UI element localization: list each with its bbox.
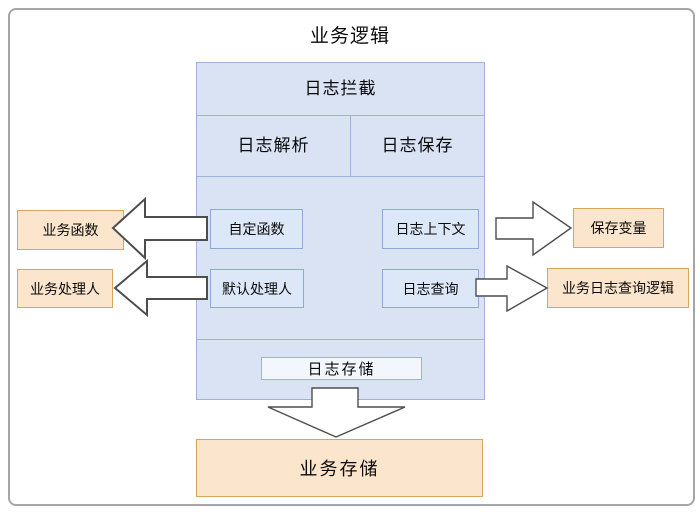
page-title: 业务逻辑 [309, 26, 390, 47]
log-interceptor-title: 日志拦截 [197, 63, 484, 116]
node-log-context: 日志上下文 [382, 209, 479, 249]
node-custom-function: 自定函数 [210, 209, 303, 249]
node-log-storage: 日志存储 [261, 357, 422, 380]
storage-band-divider [197, 339, 484, 340]
log-interceptor-container: 日志拦截 日志解析 日志保存 自定函数 日志上下文 默认处理人 日志查询 日志存… [196, 62, 485, 400]
node-save-variable: 保存变量 [573, 208, 664, 248]
node-business-function: 业务函数 [17, 210, 124, 250]
node-business-storage: 业务存储 [196, 439, 483, 497]
section-log-save: 日志保存 [351, 116, 484, 177]
node-business-log-query-logic: 业务日志查询逻辑 [547, 268, 689, 308]
node-log-query: 日志查询 [382, 269, 479, 308]
node-business-handler: 业务处理人 [17, 269, 113, 308]
node-default-handler: 默认处理人 [210, 269, 304, 308]
section-log-parse: 日志解析 [197, 116, 351, 177]
